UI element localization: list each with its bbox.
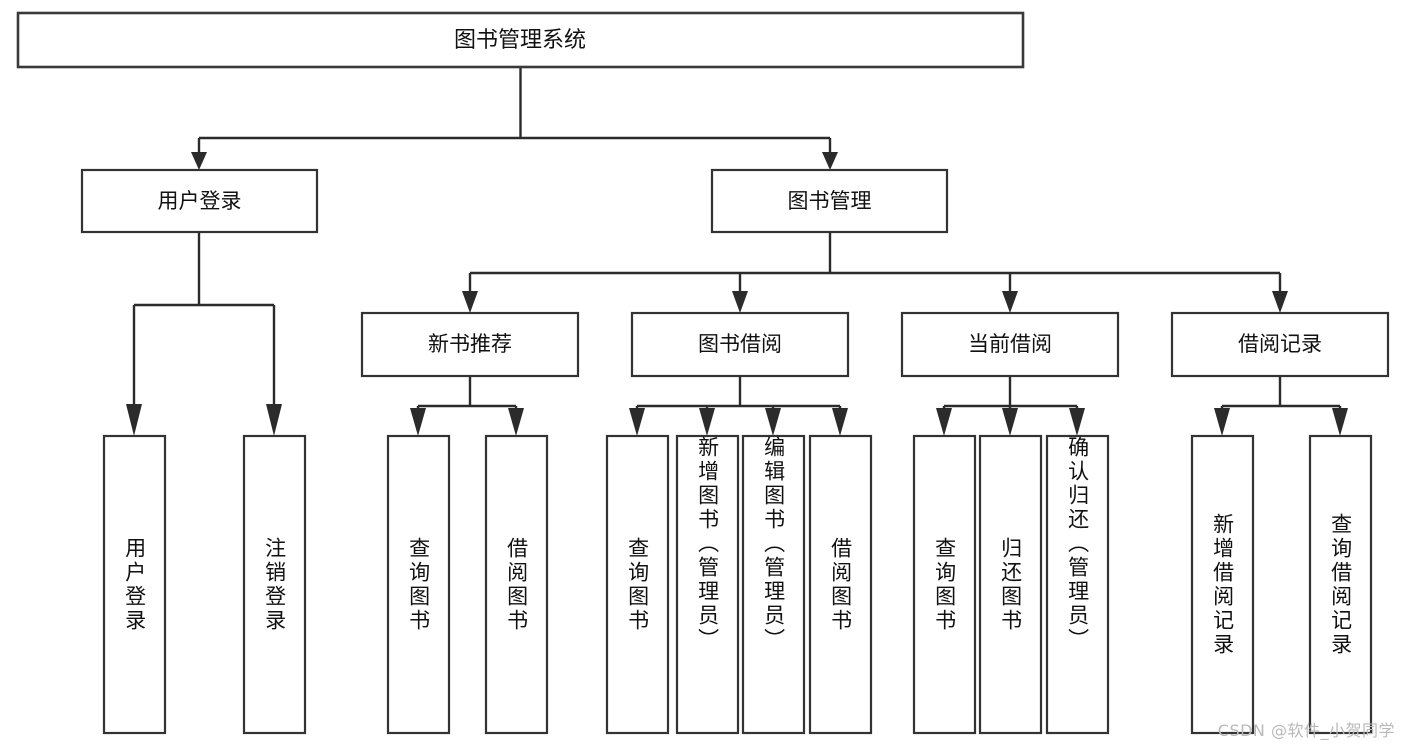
arrow-head-book-management [822, 152, 838, 170]
leaf-user-logout-box[interactable] [242, 434, 307, 735]
arrow-head-book-borrow [732, 291, 748, 313]
root-box[interactable] [16, 11, 1025, 69]
leaf-query-book-1-box[interactable] [386, 434, 451, 735]
book-management-box[interactable] [710, 168, 949, 234]
node-book-management[interactable]: 图书管理 [710, 168, 949, 234]
arrow-head-leaf-return-book [1002, 408, 1018, 436]
current-borrow-box[interactable] [900, 311, 1120, 378]
borrow-record-label: 借阅记录 [1238, 332, 1322, 356]
leaf-query-book-2-box[interactable] [605, 434, 670, 735]
root-label: 图书管理系统 [454, 28, 586, 53]
arrow-head-leaf-edit-book [765, 408, 781, 436]
arrow-head-leaf-user-logout [266, 404, 282, 436]
arrow-head-borrow-record [1272, 291, 1288, 313]
leaf-return-book-box[interactable] [978, 434, 1043, 735]
leaf-borrow-book-1-box[interactable] [484, 434, 549, 735]
leaf-query-book-3-box[interactable] [912, 434, 977, 735]
arrow-head-leaf-query-record [1332, 408, 1348, 436]
book-borrow-label: 图书借阅 [698, 332, 782, 356]
book-borrow-box[interactable] [630, 311, 850, 378]
user-login-box[interactable] [80, 168, 319, 234]
node-current-borrow[interactable]: 当前借阅 [900, 311, 1120, 378]
arrow-head-current-borrow [1002, 291, 1018, 313]
leaf-user-login-box[interactable] [102, 434, 167, 735]
arrow-head-leaf-query-book-2 [629, 408, 645, 436]
arrow-head-leaf-user-login [126, 404, 142, 436]
arrow-head-new-book-recommend [462, 291, 478, 313]
book-management-label: 图书管理 [788, 189, 872, 213]
user-login-label: 用户登录 [158, 189, 242, 213]
node-borrow-record[interactable]: 借阅记录 [1170, 311, 1390, 378]
node-root[interactable]: 图书管理系统 [16, 11, 1025, 69]
node-new-book-recommend[interactable]: 新书推荐 [360, 311, 580, 378]
leaf-add-record-box[interactable] [1190, 434, 1255, 735]
borrow-record-box[interactable] [1170, 311, 1390, 378]
new-book-recommend-box[interactable] [360, 311, 580, 378]
leaf-add-book-box[interactable] [675, 434, 740, 735]
arrow-head-leaf-borrow-book-2 [832, 408, 848, 436]
arrow-head-leaf-query-book-1 [410, 408, 426, 436]
node-user-login[interactable]: 用户登录 [80, 168, 319, 234]
arrow-head-leaf-confirm-return [1069, 408, 1085, 436]
leaf-box-layer [102, 434, 1373, 735]
leaf-edit-book-box[interactable] [741, 434, 806, 735]
arrow-head-leaf-add-book [699, 408, 715, 436]
leaf-confirm-return-box[interactable] [1045, 434, 1110, 735]
arrow-head-leaf-query-book-3 [936, 408, 952, 436]
arrow-head-leaf-borrow-book-1 [508, 408, 524, 436]
new-book-recommend-label: 新书推荐 [428, 332, 512, 356]
arrow-head-leaf-add-record [1214, 408, 1230, 436]
leaf-borrow-book-2-box[interactable] [808, 434, 873, 735]
connector-layer [126, 67, 1348, 436]
node-book-borrow[interactable]: 图书借阅 [630, 311, 850, 378]
leaf-query-record-box[interactable] [1308, 434, 1373, 735]
current-borrow-label: 当前借阅 [968, 332, 1052, 356]
arrow-head-user-login [191, 152, 207, 170]
